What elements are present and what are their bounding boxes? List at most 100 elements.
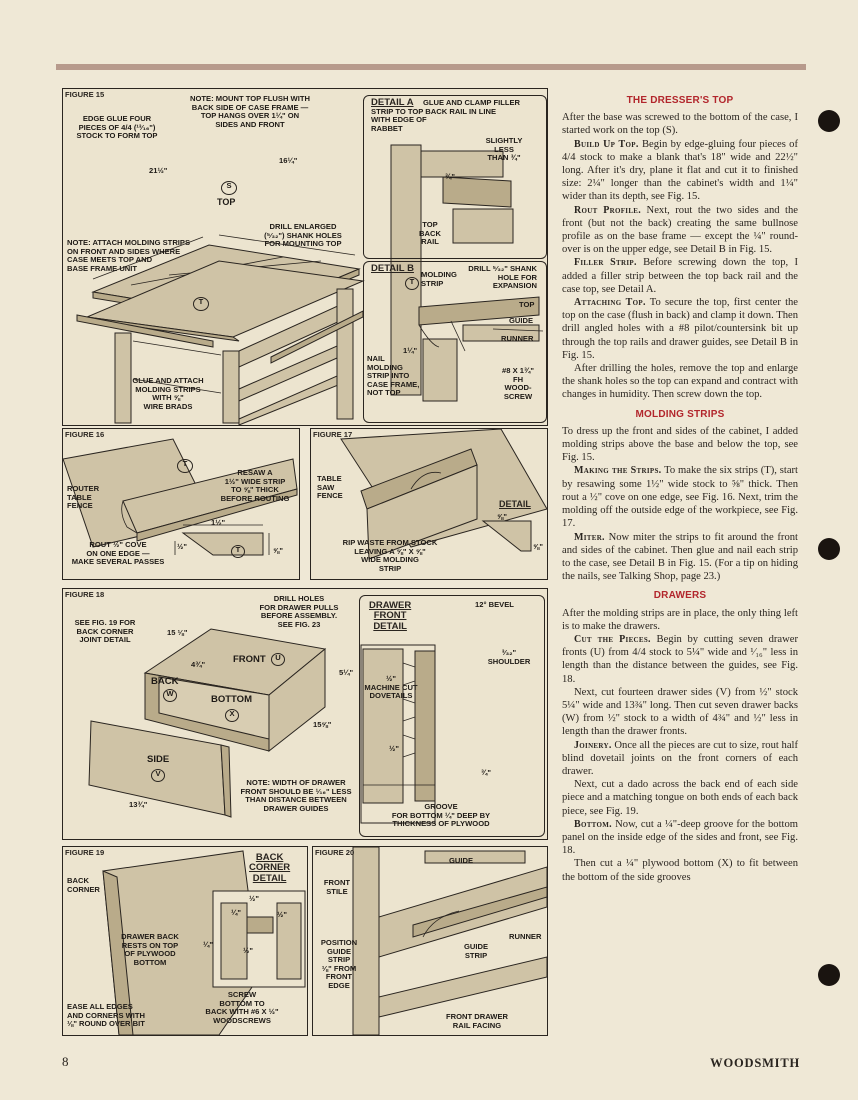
paragraph: Next, cut fourteen drawer sides (V) from… [562, 686, 798, 738]
label-machine-cut: ½" MACHINE CUT DOVETAILS [364, 674, 418, 700]
dim-half-18: ½" [389, 744, 399, 753]
run-in-heading: Filler Strip. [574, 257, 637, 269]
run-in-heading: Joinery. [574, 739, 612, 751]
paragraph: Making the Strips. To make the six strip… [562, 464, 798, 530]
paragraph: After the molding strips are in place, t… [562, 607, 798, 632]
dim-3-4-a: ¾" [445, 172, 455, 181]
binder-hole-top [818, 110, 840, 132]
label-side: SIDE [147, 754, 170, 765]
dim-13-3-4: 13¾" [129, 800, 148, 809]
label-bottom: BOTTOM [211, 694, 252, 705]
dim-15-1-8: 15 ⅛" [167, 628, 188, 637]
dim-21-1-2: 21½" [149, 166, 168, 175]
label-12-bevel: 12° BEVEL [475, 600, 514, 609]
paragraph: After drilling the holes, remove the top… [562, 363, 798, 401]
label-shoulder: ³⁄₃₂" SHOULDER [487, 648, 531, 666]
detail-a-title: DETAIL A [371, 97, 414, 108]
article-column: THE DRESSER'S TOP After the base was scr… [562, 88, 798, 884]
paragraph: Joinery. Once all the pieces are cut to … [562, 739, 798, 779]
figure-19: FIGURE 19 BACK CORNER BACK CORNER DETAIL… [62, 846, 308, 1036]
part-t-16b: T [231, 545, 245, 558]
label-glue-attach: GLUE AND ATTACH MOLDING STRIPS WITH ⅝" W… [132, 376, 204, 411]
detail-a-text: GLUE AND CLAMP FILLER STRIP TO TOP BACK … [371, 98, 521, 133]
paragraph-text: Now, cut a ¼"-deep groove for the bottom… [562, 818, 798, 857]
label-back: BACK [151, 676, 179, 687]
label-router-fence: ROUTER TABLE FENCE [67, 484, 100, 510]
paragraph-text: Begin by cutting seven drawer fronts (U)… [562, 633, 798, 685]
label-guide-strip: GUIDE STRIP [463, 942, 489, 960]
paragraph-text: Begin by edge-gluing four pieces of 4/4 … [562, 138, 798, 203]
run-in-heading: Bottom. [574, 818, 612, 830]
dim-15-5-8: 15⅝" [313, 720, 332, 729]
run-in-heading: Cut the Pieces. [574, 633, 651, 645]
label-b-top: TOP [519, 300, 535, 309]
paragraph-text: Before screwing down the top, I added a … [562, 257, 798, 295]
label-molding-strip: MOLDING STRIP [421, 270, 457, 288]
binder-hole-bottom [818, 964, 840, 986]
run-in-heading: Rout Profile. [574, 204, 642, 216]
part-t-16: T [177, 459, 193, 473]
paragraph: Rout Profile. Next, rout the two sides a… [562, 204, 798, 257]
label-see-fig-19: SEE FIG. 19 FOR BACK CORNER JOINT DETAIL [74, 618, 136, 644]
label-b-runner: RUNNER [501, 334, 534, 343]
run-in-heading: Build Up Top. [574, 138, 639, 150]
paragraph: Build Up Top. Begin by edge-gluing four … [562, 138, 798, 204]
magazine-brand: WOODSMITH [710, 1056, 800, 1070]
note-mount-top: NOTE: MOUNT TOP FLUSH WITH BACK SIDE OF … [190, 94, 310, 129]
label-rout-cove: ROUT ½" COVE ON ONE EDGE — MAKE SEVERAL … [71, 540, 165, 566]
label-screw-bottom: SCREW BOTTOM TO BACK WITH #6 x ½" WOODSC… [205, 990, 279, 1025]
run-in-heading: Making the Strips. [574, 465, 662, 477]
dim-4-3-4: 4¾" [191, 660, 206, 669]
label-nail: NAIL MOLDING STRIP INTO CASE FRAME, NOT … [367, 354, 420, 397]
label-ease-edges: EASE ALL EDGES AND CORNERS WITH ⅛" ROUND… [67, 1002, 146, 1028]
paragraph-text: To make the six strips (T), start by res… [562, 465, 798, 530]
dim-1-2: ½" [177, 542, 187, 551]
label-edge-glue: EDGE GLUE FOUR PIECES OF 4/4 (¹³⁄₁₆") ST… [76, 114, 158, 140]
label-back-corner: BACK CORNER [67, 876, 100, 894]
dim-19-c: ½" [277, 910, 287, 919]
label-guide-20: GUIDE [449, 856, 474, 865]
figure-16: FIGURE 16 T ROUTER TABLE FENCE RESAW A 1… [62, 428, 300, 580]
label-screw-fh: #8 x 1¾" Fh WOOD- SCREW [502, 366, 534, 401]
figure-20-label: FIGURE 20 [315, 848, 355, 857]
header-rule [56, 64, 806, 70]
detail-a-callout [363, 95, 547, 259]
paragraph-text: Once all the pieces are cut to size, rou… [562, 739, 798, 777]
run-in-heading: Miter. [574, 531, 605, 543]
paragraph: Bottom. Now, cut a ¼"-deep groove for th… [562, 818, 798, 858]
dim-1-1-2: 1½" [211, 518, 226, 527]
drawer-front-detail-title: DRAWER FRONT DETAIL [369, 600, 412, 632]
page-number: 8 [62, 1054, 69, 1069]
figure-17: FIGURE 17 TABLE SAW FENCE DETAIL ⅝" ⅝" R… [310, 428, 548, 580]
part-v: V [151, 769, 165, 782]
dim-5-8-a: ⅝" [497, 512, 507, 521]
detail-b-callout [363, 261, 547, 423]
dim-19-e: ½" [243, 946, 253, 955]
label-runner-20: RUNNER [509, 932, 542, 941]
label-front-drawer-rail: FRONT DRAWER RAIL FACING [445, 1012, 508, 1030]
figure-15: FIGURE 15 NOTE: MOUNT TOP FLUSH WITH BAC… [62, 88, 548, 426]
figure-18: FIGURE 18 SEE FIG. 19 FOR BACK CORNER JO… [62, 588, 548, 840]
label-rip-waste: RIP WASTE FROM STOCK LEAVING A ⅝" x ⅝" W… [342, 538, 438, 573]
label-detail-17: DETAIL [499, 499, 531, 509]
note-attach-molding: NOTE: ATTACH MOLDING STRIPS ON FRONT AND… [67, 238, 191, 273]
figure-16-label: FIGURE 16 [65, 430, 105, 439]
paragraph: Miter. Now miter the strips to fit aroun… [562, 531, 798, 584]
label-front-stile: FRONT STILE [323, 878, 351, 896]
dim-1-1-4: 1¼" [403, 346, 418, 355]
figure-15-label: FIGURE 15 [65, 90, 105, 99]
part-t: T [193, 297, 209, 311]
label-drill-holes: DRILL HOLES FOR DRAWER PULLS BEFORE ASSE… [259, 594, 339, 629]
heading-drawers: DRAWERS [653, 590, 707, 602]
part-s: S [221, 181, 237, 195]
figure-19-drawing [102, 850, 306, 1035]
dim-16-1-4: 16¼" [279, 156, 298, 165]
label-position-guide: POSITION GUIDE STRIP ⅛" FROM FRONT EDGE [320, 938, 358, 990]
paragraph-text: Now miter the strips to fit around the f… [562, 531, 798, 583]
figure-17-drawing [340, 429, 547, 560]
heading-dressers-top: THE DRESSER'S TOP [626, 95, 734, 106]
dim-3-4-18: ¾" [481, 768, 491, 777]
dim-19-a: ½" [249, 894, 259, 903]
paragraph-text: To secure the top, first center the top … [562, 297, 799, 361]
figure-20: FIGURE 20 FRONT STILE GUIDE RUNNER POSIT… [312, 846, 548, 1036]
